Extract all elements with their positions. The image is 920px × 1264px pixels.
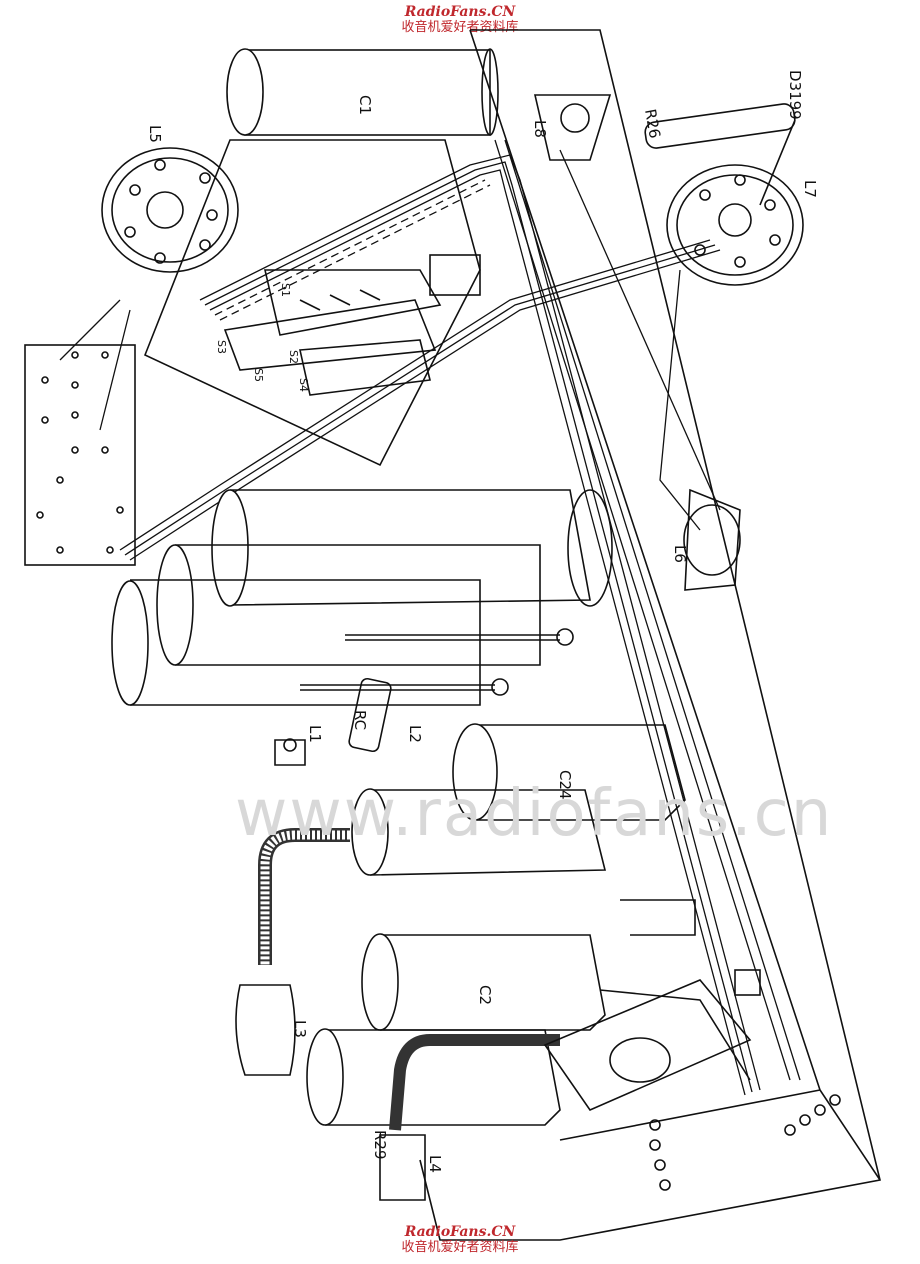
- coil-l7: [666, 164, 804, 286]
- shielded-cable-l3: [258, 828, 350, 965]
- label-rc: RC: [351, 710, 369, 730]
- capacitor-c1: [226, 48, 499, 136]
- footer-brand-cn: 收音机爱好者资料库: [401, 1240, 519, 1255]
- capacitor-c2: [361, 933, 606, 1031]
- label-l3: L3: [291, 1020, 309, 1038]
- label-c2: C2: [476, 985, 494, 1005]
- chassis-outline: [419, 29, 881, 1241]
- resistor-r26: [644, 103, 796, 206]
- label-s3: S3: [215, 340, 228, 354]
- header-brand: RadioFans.CN 收音机爱好者资料库: [0, 4, 920, 36]
- label-l4: L4: [426, 1155, 444, 1173]
- label-s5: S5: [252, 368, 265, 382]
- footer-brand-en: RadioFans.CN: [404, 1224, 516, 1240]
- label-drawing-code: D3199: [786, 70, 804, 120]
- header-brand-cn: 收音机爱好者资料库: [401, 20, 519, 35]
- trimmer-l1: [274, 738, 306, 766]
- coil-l4: [379, 1134, 426, 1201]
- label-c24: C24: [556, 770, 574, 800]
- footer-brand: RadioFans.CN 收音机爱好者资料库: [0, 1224, 920, 1256]
- capacitor-can-large-3: [111, 579, 481, 706]
- label-l6: L6: [671, 545, 689, 563]
- label-l5: L5: [146, 125, 164, 143]
- capacitor-bottom: [306, 1028, 561, 1126]
- component-labels: C1 L5 L7 L8 L6 R26 D3199 C24 C2 L1 L2 RC…: [146, 70, 819, 1173]
- shielded-cable-l4: [389, 1034, 560, 1131]
- bottom-terminals: [649, 1094, 841, 1191]
- sub-chassis: [143, 139, 481, 467]
- capacitor-can-large-2: [156, 544, 541, 666]
- pin-rod-lower: [300, 684, 495, 691]
- label-l1: L1: [306, 725, 324, 743]
- capacitor-can-large-1: [211, 489, 613, 607]
- chassis-front-edge: [559, 1089, 821, 1141]
- coil-l3: [235, 984, 296, 1076]
- chassis-inner-edge: [469, 29, 881, 1181]
- label-l2: L2: [406, 725, 424, 743]
- terminal-board: [24, 344, 136, 566]
- capacitor-mid: [351, 788, 607, 876]
- label-r29: R29: [371, 1130, 389, 1160]
- header-brand-en: RadioFans.CN: [404, 4, 516, 20]
- label-s2: S2: [287, 350, 300, 364]
- pin-rod-upper: [345, 634, 560, 641]
- switch-bank: [223, 254, 481, 396]
- label-l7: L7: [801, 180, 819, 198]
- coil-l5: [101, 147, 239, 273]
- coil-l6: [683, 488, 741, 591]
- resistor-rc: [348, 677, 392, 753]
- watermark-text: www.radiofans.cn: [235, 777, 833, 851]
- label-l8: L8: [531, 120, 549, 138]
- label-r26: R26: [641, 108, 664, 140]
- label-s4: S4: [297, 378, 310, 392]
- label-c1: C1: [356, 95, 374, 115]
- label-s1: S1: [279, 283, 292, 297]
- switch-assembly-bottom: [543, 899, 761, 1111]
- coil-l8: [533, 94, 612, 161]
- capacitor-c24: [452, 723, 686, 821]
